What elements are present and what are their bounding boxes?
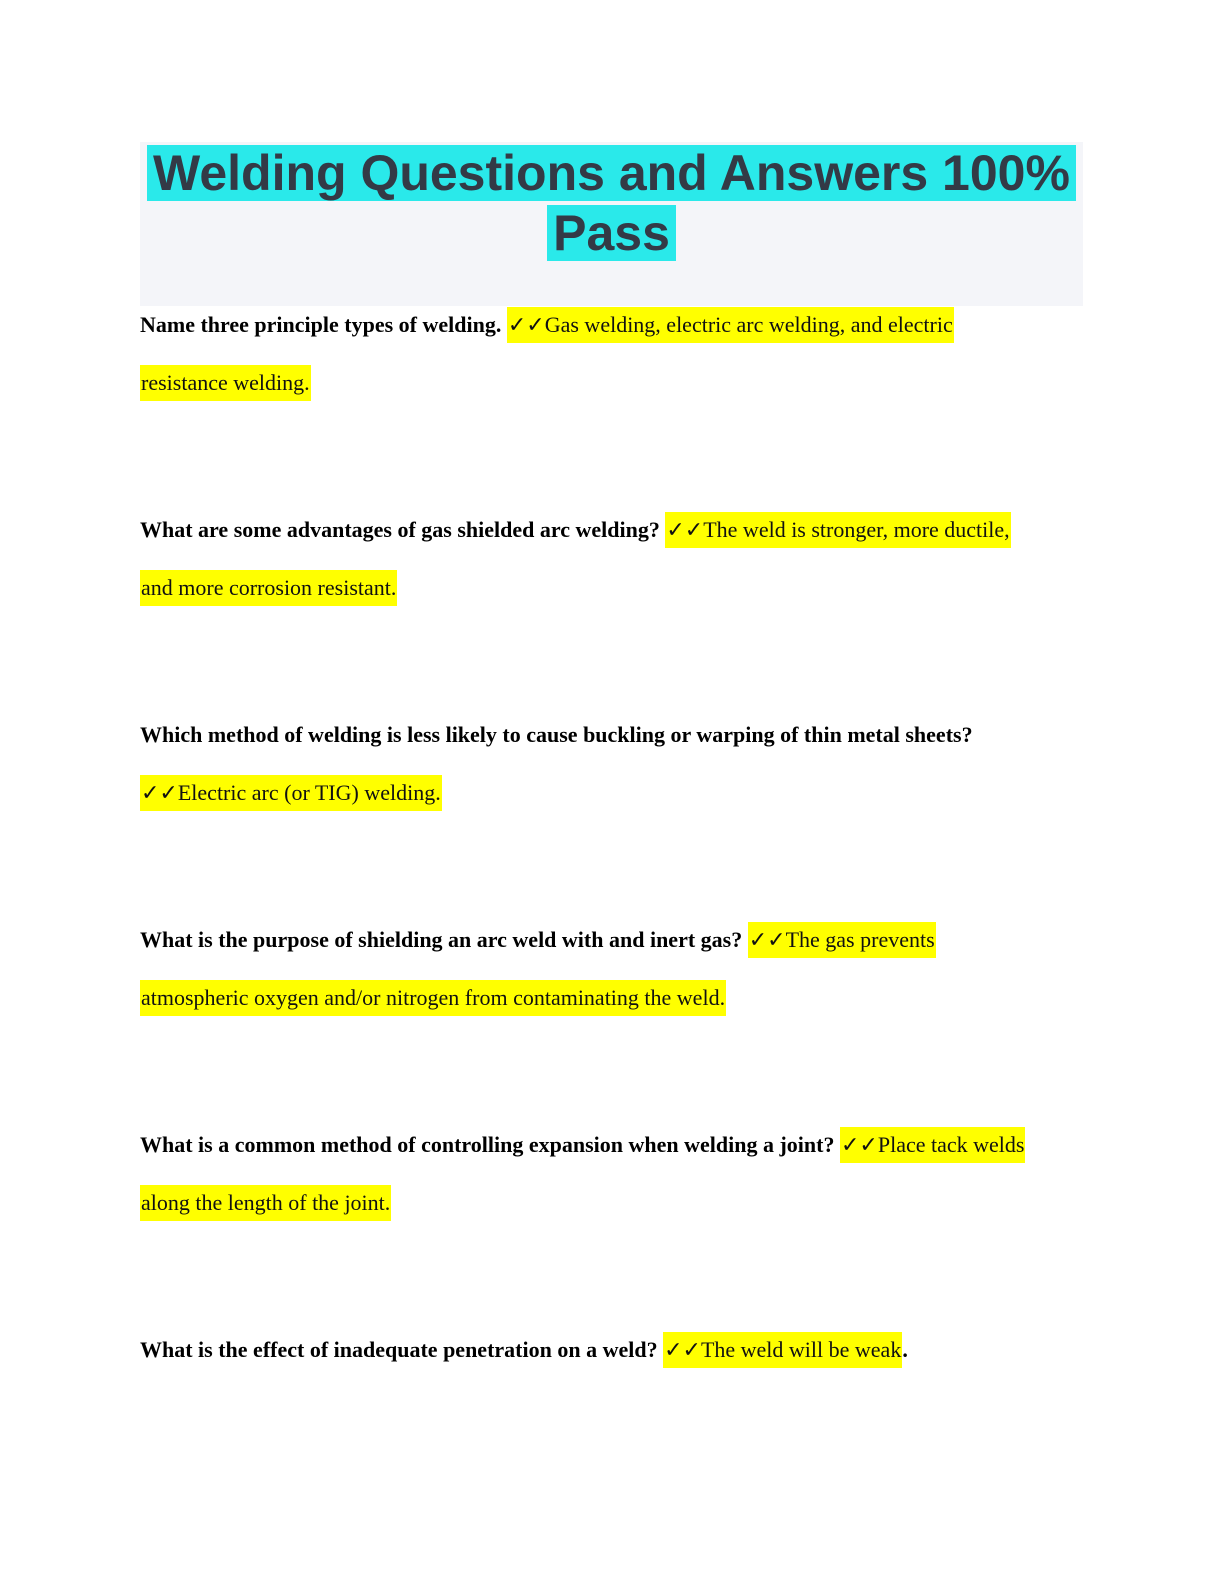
answer-highlight: ✓✓Electric arc (or TIG) welding. <box>140 775 442 811</box>
qa-line: along the length of the joint. <box>140 1174 1090 1232</box>
question-text: Name three principle types of welding. <box>140 312 507 337</box>
question-text: What are some advantages of gas shielded… <box>140 517 666 542</box>
document-title: Welding Questions and Answers 100% Pass <box>140 142 1083 263</box>
qa-list: Name three principle types of welding. ✓… <box>140 296 1090 1468</box>
question-text: . <box>902 1337 908 1362</box>
title-band: Welding Questions and Answers 100% Pass <box>140 142 1083 306</box>
answer-highlight: and more corrosion resistant. <box>140 570 398 606</box>
qa-line: and more corrosion resistant. <box>140 559 1090 617</box>
answer-highlight: ✓✓The weld is stronger, more ductile, <box>665 512 1011 548</box>
qa-line: What is a common method of controlling e… <box>140 1116 1090 1174</box>
question-text: What is the effect of inadequate penetra… <box>140 1337 664 1362</box>
question-text: What is a common method of controlling e… <box>140 1132 840 1157</box>
qa-item: What is the effect of inadequate penetra… <box>140 1321 1090 1379</box>
title-line1: Welding Questions and Answers 100% <box>153 145 1070 201</box>
qa-item: What are some advantages of gas shielded… <box>140 501 1090 617</box>
answer-highlight: ✓✓Gas welding, electric arc welding, and… <box>506 307 954 343</box>
qa-line: ✓✓Electric arc (or TIG) welding. <box>140 764 1090 822</box>
question-text: What is the purpose of shielding an arc … <box>140 927 748 952</box>
qa-line: What is the effect of inadequate penetra… <box>140 1321 1090 1379</box>
qa-line: What are some advantages of gas shielded… <box>140 501 1090 559</box>
answer-highlight: atmospheric oxygen and/or nitrogen from … <box>140 980 727 1016</box>
qa-item: Which method of welding is less likely t… <box>140 706 1090 822</box>
qa-line: Which method of welding is less likely t… <box>140 706 1090 764</box>
qa-item: Name three principle types of welding. ✓… <box>140 296 1090 412</box>
question-text: Which method of welding is less likely t… <box>140 722 973 747</box>
qa-item: What is a common method of controlling e… <box>140 1116 1090 1232</box>
answer-highlight: resistance welding. <box>140 365 311 401</box>
answer-highlight: along the length of the joint. <box>140 1185 392 1221</box>
answer-highlight: ✓✓The gas prevents <box>747 922 936 958</box>
answer-highlight: ✓✓The weld will be weak <box>663 1332 903 1368</box>
answer-highlight: ✓✓Place tack welds <box>839 1127 1026 1163</box>
qa-line: What is the purpose of shielding an arc … <box>140 911 1090 969</box>
qa-item: What is the purpose of shielding an arc … <box>140 911 1090 1027</box>
title-line2: Pass <box>553 205 670 261</box>
qa-line: Name three principle types of welding. ✓… <box>140 296 1090 354</box>
title-line1-highlight: Welding Questions and Answers 100% <box>147 145 1076 201</box>
title-line2-highlight: Pass <box>547 205 676 261</box>
qa-line: atmospheric oxygen and/or nitrogen from … <box>140 969 1090 1027</box>
qa-line: resistance welding. <box>140 354 1090 412</box>
